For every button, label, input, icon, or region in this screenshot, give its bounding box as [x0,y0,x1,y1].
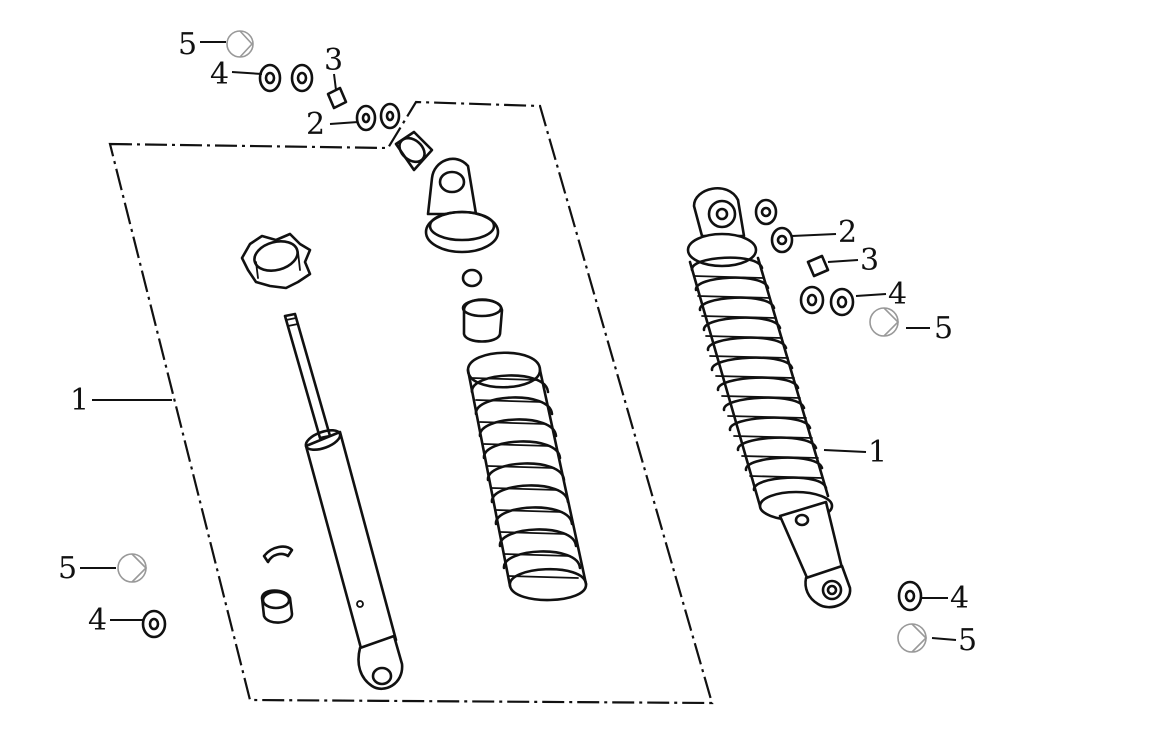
callout-left-nut-5-top: 5 [178,27,197,62]
collar [806,254,830,278]
damper-body [283,312,404,691]
assembled-shock-absorber [686,187,852,609]
collar [326,86,348,110]
callout-left-nut-5-bottom: 5 [58,551,77,586]
washer-pair [799,285,855,317]
washer [141,609,167,639]
callout-right-washer-4-top: 4 [888,277,907,312]
callout-left-washer-4-bottom: 4 [88,603,107,638]
bushing-half [262,545,294,564]
washer [897,580,923,612]
acorn-nut [897,623,928,653]
rubber-bushing [260,589,294,624]
callout-left-collar-3: 3 [324,43,343,78]
coil-spring [466,351,588,602]
callout-right-collar-3: 3 [860,243,879,278]
spring-adjuster-ring [240,232,312,290]
upper-mount-eye [394,130,500,254]
callout-right-nut-5-top: 5 [934,311,953,346]
washer-pair [258,63,314,93]
acorn-nut [869,307,900,337]
leader-lines [80,41,957,641]
callout-right-shock: 1 [868,435,887,470]
bump-stop [461,268,504,343]
washer-pair [355,102,401,132]
callout-labels: 1 2 3 4 5 4 5 1 2 3 4 5 4 5 [58,27,977,658]
acorn-nut [226,30,254,58]
callout-left-washer-2: 2 [306,107,325,142]
washer-pair [754,198,794,254]
acorn-nut [117,553,148,583]
callout-right-nut-5-bottom: 5 [958,623,977,658]
callout-right-washer-4-bottom: 4 [950,581,969,616]
callout-left-washer-4-top: 4 [210,57,229,92]
callout-right-washer-2: 2 [838,215,857,250]
kit-boundary-outline [108,100,714,705]
callout-left-kit-shock: 1 [70,383,89,418]
